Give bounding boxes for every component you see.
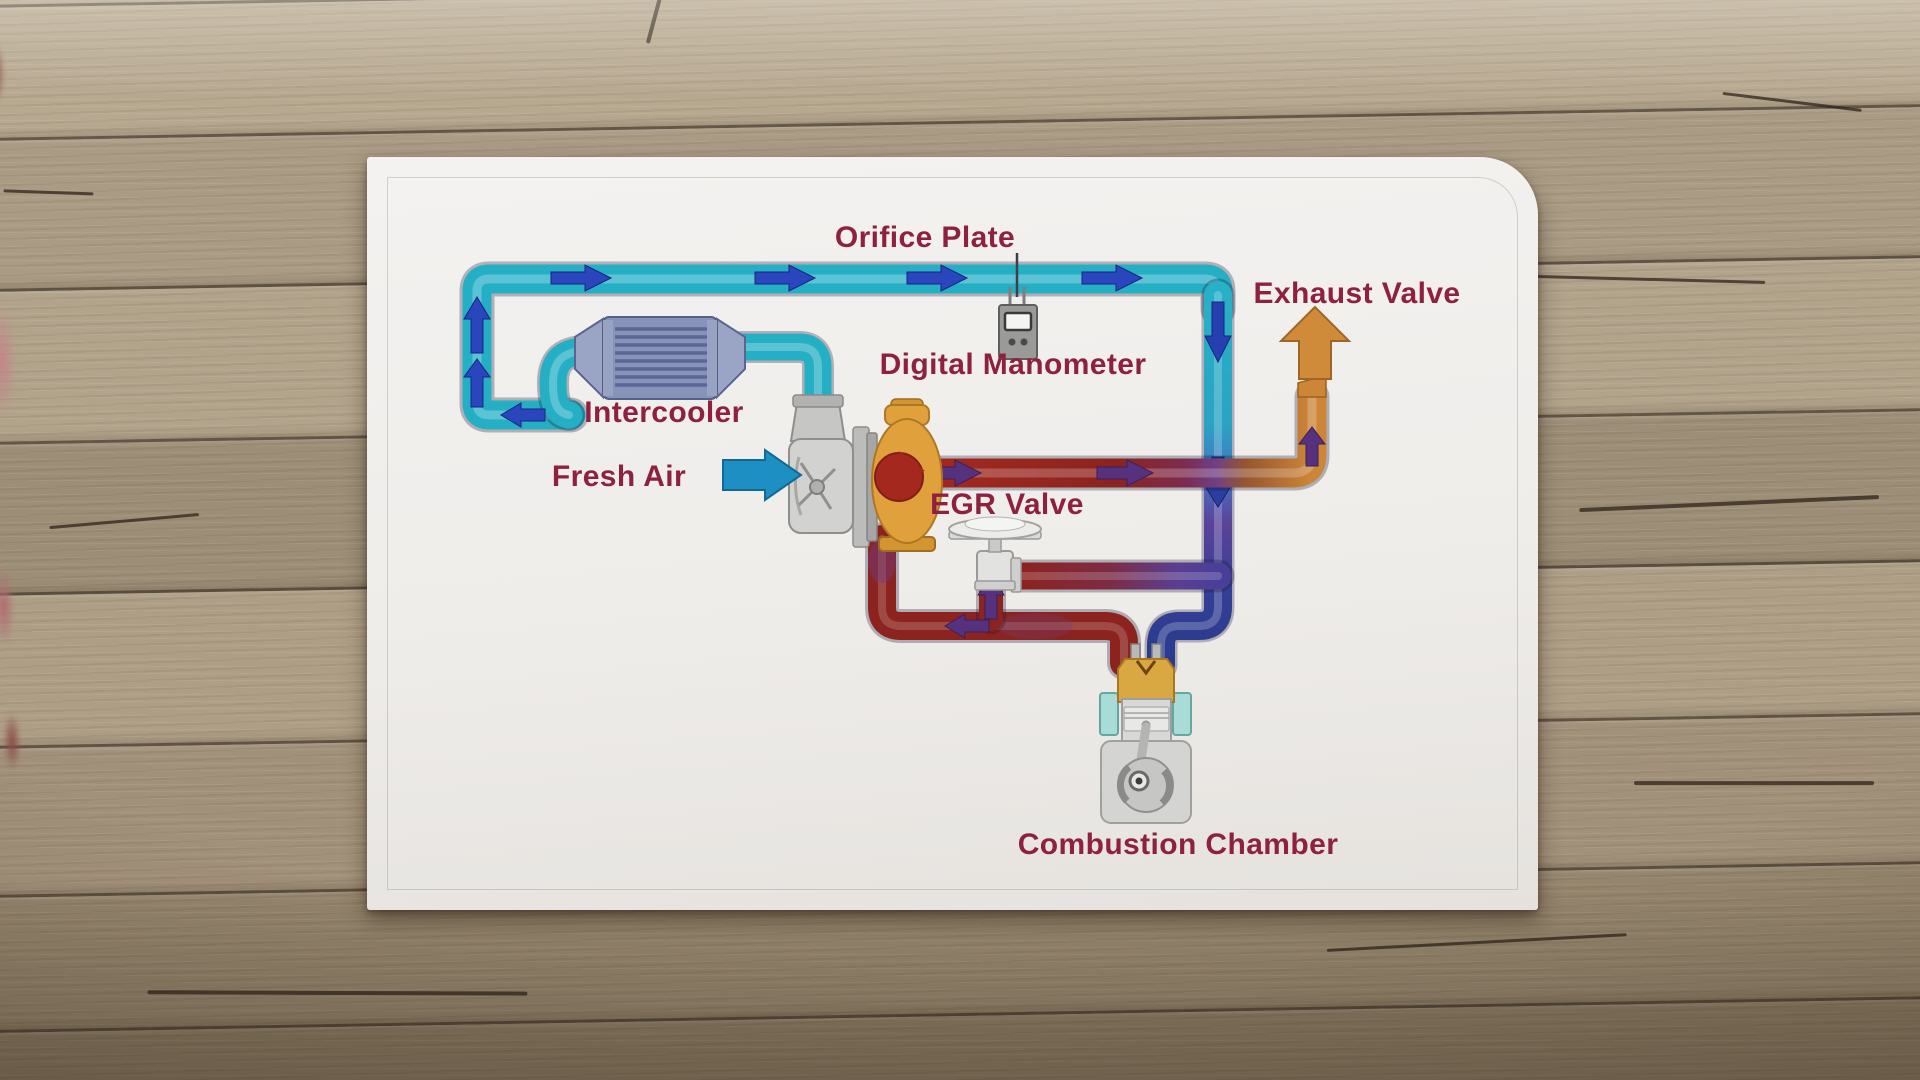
combustion-chamber-label: Combustion Chamber xyxy=(1017,828,1339,861)
combustion-chamber-graphic xyxy=(1099,643,1192,824)
fresh-air-label: Fresh Air xyxy=(551,460,687,493)
digital-manometer-label: Digital Manometer xyxy=(879,348,1147,381)
exhaust-valve-arrow xyxy=(1278,305,1352,380)
intercooler-graphic xyxy=(574,316,746,400)
egr-valve-label: EGR Valve xyxy=(930,488,1084,521)
exhaust-valve-label: Exhaust Valve xyxy=(1253,277,1461,310)
intake-flow-arrows xyxy=(463,264,1144,428)
orifice-plate-label: Orifice Plate xyxy=(834,221,1016,254)
egr-system-diagram xyxy=(459,253,1352,824)
egr-valve-graphic xyxy=(948,516,1042,593)
wood-crack xyxy=(1634,781,1875,786)
intercooler-label: Intercooler xyxy=(584,396,744,429)
digital-manometer-graphic xyxy=(998,287,1038,360)
diagram-card: Orifice Plate Digital Manometer Intercoo… xyxy=(367,157,1538,910)
turbocharger-graphic xyxy=(788,394,943,552)
fresh-air-arrow xyxy=(722,448,803,502)
